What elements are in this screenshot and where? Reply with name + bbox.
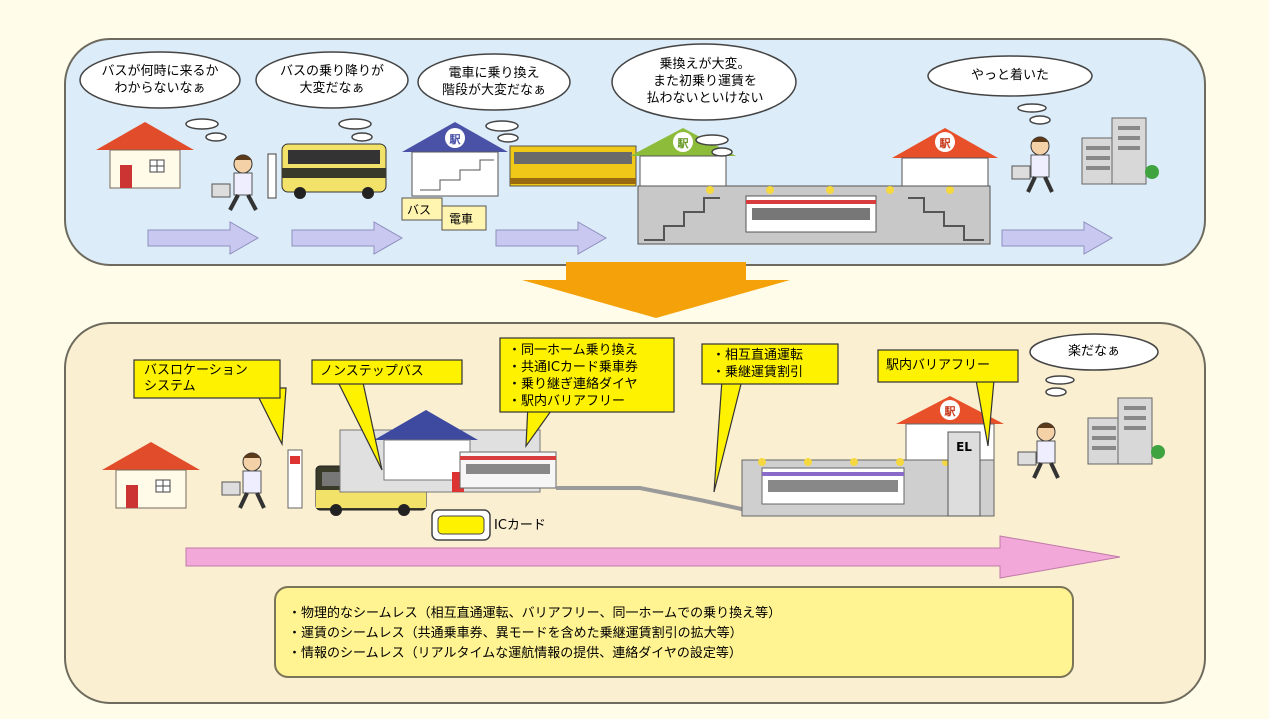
station-icon-red-top (892, 128, 998, 187)
callout-bus-location: バスロケーション システム (144, 363, 248, 394)
summary-physical: ・物理的なシームレス（相互直通運転、バリアフリー、同一ホームでの乗り換え等） (288, 606, 782, 621)
bus-stop-icon (267, 153, 277, 199)
summary-fare: ・運賃のシームレス（共通乗車券、異モードを含めた乗継運賃割引の拡大等） (288, 626, 743, 641)
callout-nonstep-bus: ノンステップバス (320, 364, 424, 379)
thought-transfer-fare: 乗換えが大変。 また初乗り運賃を 払わないといけない (646, 57, 764, 106)
flow-arrow-bottom (185, 535, 1121, 579)
thought-clouds-top (79, 43, 1093, 157)
transfer-signs (401, 197, 487, 231)
ic-card-label: ICカード (494, 518, 546, 533)
house-icon-top (96, 122, 194, 189)
thought-cloud-bottom (1029, 333, 1159, 397)
thought-bus-boarding: バスの乗り降りが 大変だなぁ (279, 64, 384, 96)
station-sign-red-top: 駅 (939, 137, 951, 150)
elevator-label: EL (956, 440, 972, 454)
callout-transfer-features: ・同一ホーム乗り換え ・共通ICカード乗車券 ・乗り継ぎ連絡ダイヤ ・駅内バリア… (508, 343, 638, 409)
station-icon-bottom-red (896, 396, 1004, 517)
elevator-icon (947, 431, 981, 517)
bus-icon-top (281, 143, 387, 199)
station-icon-blue (402, 122, 508, 197)
flow-arrows-top (147, 221, 1114, 255)
thought-easy: 楽だなぁ (1067, 344, 1120, 359)
underground-platform-top (637, 185, 991, 245)
person-icon-bottom-2 (1017, 422, 1060, 479)
transition-arrow (522, 262, 790, 318)
station-sign-red-bottom: 駅 (944, 405, 956, 418)
train-icon-top-yellow (509, 145, 637, 187)
summary-information: ・情報のシームレス（リアルタイムな運航情報の提供、連絡ダイヤの設定等） (288, 646, 742, 661)
thought-arrived: やっと着いた (970, 68, 1049, 83)
callouts (133, 337, 1019, 493)
station-sign-green: 駅 (677, 137, 689, 150)
person-icon-top-2 (1011, 136, 1054, 193)
callout-through-service: ・相互直通運転 ・乗継運賃割引 (712, 348, 804, 380)
callout-station-barrierfree: 駅内バリアフリー (886, 358, 991, 373)
office-building-icon-bottom (1087, 397, 1165, 465)
sign-bus: バス (407, 203, 432, 217)
sign-train: 電車 (449, 212, 474, 226)
thought-bus-schedule: バスが何時に来るか わからないなぁ (101, 64, 219, 96)
summary-box: ・物理的なシームレス（相互直通運転、バリアフリー、同一ホームでの乗り換え等） ・… (274, 586, 1074, 678)
thought-stairs: 電車に乗り換え 階段が大変だなぁ (441, 66, 546, 98)
ic-card-icon (431, 509, 491, 541)
train-icon-bottom-platform (459, 451, 557, 489)
house-icon-bottom (102, 442, 200, 509)
railway-track (556, 486, 747, 512)
station-sign-blue: 駅 (449, 133, 461, 146)
bus-location-display-icon (287, 449, 303, 509)
station-icon-green (630, 128, 736, 187)
person-icon-top-1 (211, 154, 258, 211)
office-building-icon-top (1081, 117, 1159, 185)
person-icon-bottom-1 (221, 452, 266, 509)
